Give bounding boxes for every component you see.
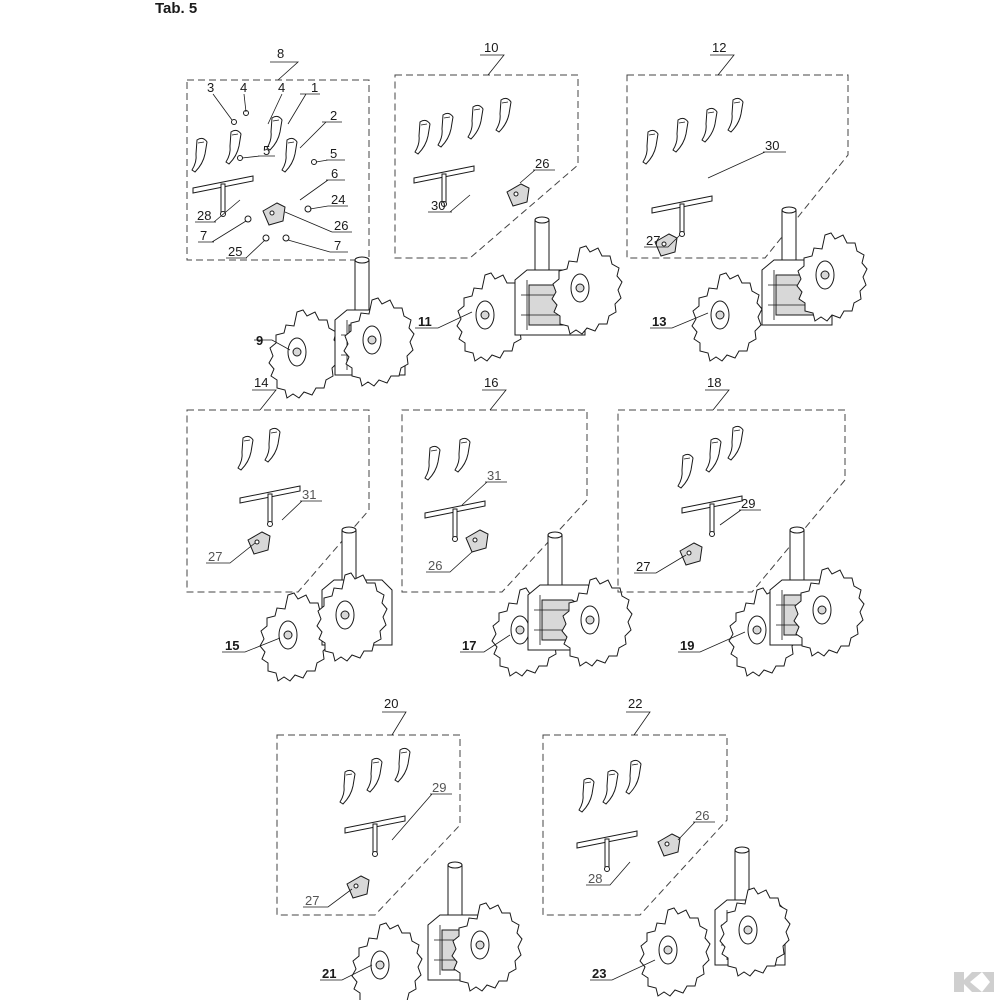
svg-text:26: 26 [695,808,709,823]
svg-text:7: 7 [200,228,207,243]
svg-text:4: 4 [278,80,285,95]
svg-text:28: 28 [588,871,602,886]
svg-text:27: 27 [636,559,650,574]
svg-text:30: 30 [765,138,779,153]
svg-text:5: 5 [330,146,337,161]
svg-text:7: 7 [334,238,341,253]
group-22: 22 26 28 [542,696,728,916]
svg-text:29: 29 [741,496,755,511]
svg-text:25: 25 [228,244,242,259]
svg-text:4: 4 [240,80,247,95]
page-title: Tab. 5 [155,0,198,17]
svg-text:2: 2 [330,108,337,123]
assembly-11: 11 [415,216,623,362]
svg-text:15: 15 [225,638,239,653]
svg-text:19: 19 [680,638,694,653]
svg-text:21: 21 [322,966,336,981]
svg-text:17: 17 [462,638,476,653]
svg-text:1: 1 [311,80,318,95]
svg-text:12: 12 [712,40,726,55]
svg-text:29: 29 [432,780,446,795]
svg-text:11: 11 [418,314,432,329]
svg-text:10: 10 [484,40,498,55]
group-18: 18 29 27 [617,375,846,593]
svg-text:23: 23 [592,966,606,981]
svg-text:16: 16 [484,375,498,390]
assembly-13: 13 [650,206,868,362]
svg-text:24: 24 [331,192,345,207]
group-16: 16 31 26 [401,375,588,593]
svg-text:26: 26 [334,218,348,233]
group-20: 20 29 27 [276,696,461,916]
svg-text:14: 14 [254,375,268,390]
callout-8: 8 [277,46,284,61]
assembly-21: 21 [320,861,523,1000]
svg-text:9: 9 [256,333,263,348]
svg-text:26: 26 [535,156,549,171]
svg-text:26: 26 [428,558,442,573]
svg-text:28: 28 [197,208,211,223]
assembly-9: 9 [254,256,415,399]
svg-text:22: 22 [628,696,642,711]
group-8: 8 3 4 4 1 2 5 5 6 24 28 26 7 7 25 [186,46,370,261]
group-12: 12 30 27 [626,40,849,259]
svg-text:27: 27 [646,233,660,248]
svg-text:13: 13 [652,314,666,329]
assembly-19: 19 [678,526,865,677]
svg-text:27: 27 [305,893,319,908]
k-brand-logo-icon [954,972,994,992]
assembly-17: 17 [460,531,633,677]
group-8-boundary [186,79,370,261]
svg-text:5: 5 [263,143,270,158]
svg-text:27: 27 [208,549,222,564]
group-14: 14 31 27 [186,375,370,593]
svg-text:31: 31 [487,468,501,483]
svg-text:3: 3 [207,80,214,95]
svg-text:6: 6 [331,166,338,181]
svg-text:20: 20 [384,696,398,711]
svg-text:31: 31 [302,487,316,502]
group-10: 10 26 30 [394,40,579,259]
assembly-15: 15 [222,526,393,682]
svg-text:30: 30 [431,198,445,213]
assembly-23: 23 [590,846,791,997]
svg-text:18: 18 [707,375,721,390]
